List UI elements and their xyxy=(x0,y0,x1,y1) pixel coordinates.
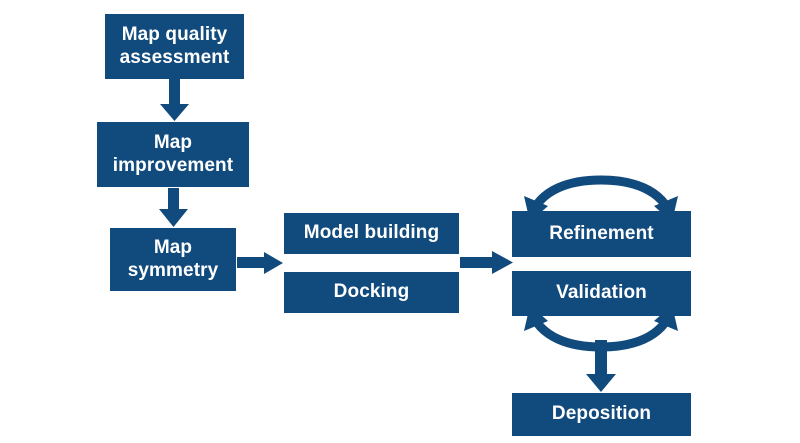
node-refinement[interactable]: Refinement xyxy=(512,211,691,257)
node-model-building[interactable]: Model building xyxy=(284,213,459,254)
node-docking-label: Docking xyxy=(333,281,410,303)
node-model-building-label: Model building xyxy=(303,222,440,244)
node-map-improvement[interactable]: Map improvement xyxy=(97,122,249,187)
node-deposition-label: Deposition xyxy=(551,403,652,425)
node-validation-label: Validation xyxy=(556,282,647,304)
arrow-improvement-to-symmetry xyxy=(159,188,188,227)
node-deposition[interactable]: Deposition xyxy=(512,393,691,436)
node-map-quality-assessment[interactable]: Map quality assessment xyxy=(105,14,244,79)
node-docking[interactable]: Docking xyxy=(284,272,459,313)
node-map-improvement-label: Map improvement xyxy=(112,132,234,176)
node-map-quality-assessment-label: Map quality assessment xyxy=(119,24,230,68)
arrow-building-to-refinement xyxy=(460,251,513,274)
arrow-cycle-to-deposition xyxy=(586,340,616,392)
arrow-symmetry-to-building xyxy=(237,252,283,274)
node-map-symmetry[interactable]: Map symmetry xyxy=(110,228,236,291)
arrow-quality-to-improvement xyxy=(160,79,189,121)
node-validation[interactable]: Validation xyxy=(512,271,691,316)
node-map-symmetry-label: Map symmetry xyxy=(127,237,219,281)
node-refinement-label: Refinement xyxy=(549,222,654,244)
